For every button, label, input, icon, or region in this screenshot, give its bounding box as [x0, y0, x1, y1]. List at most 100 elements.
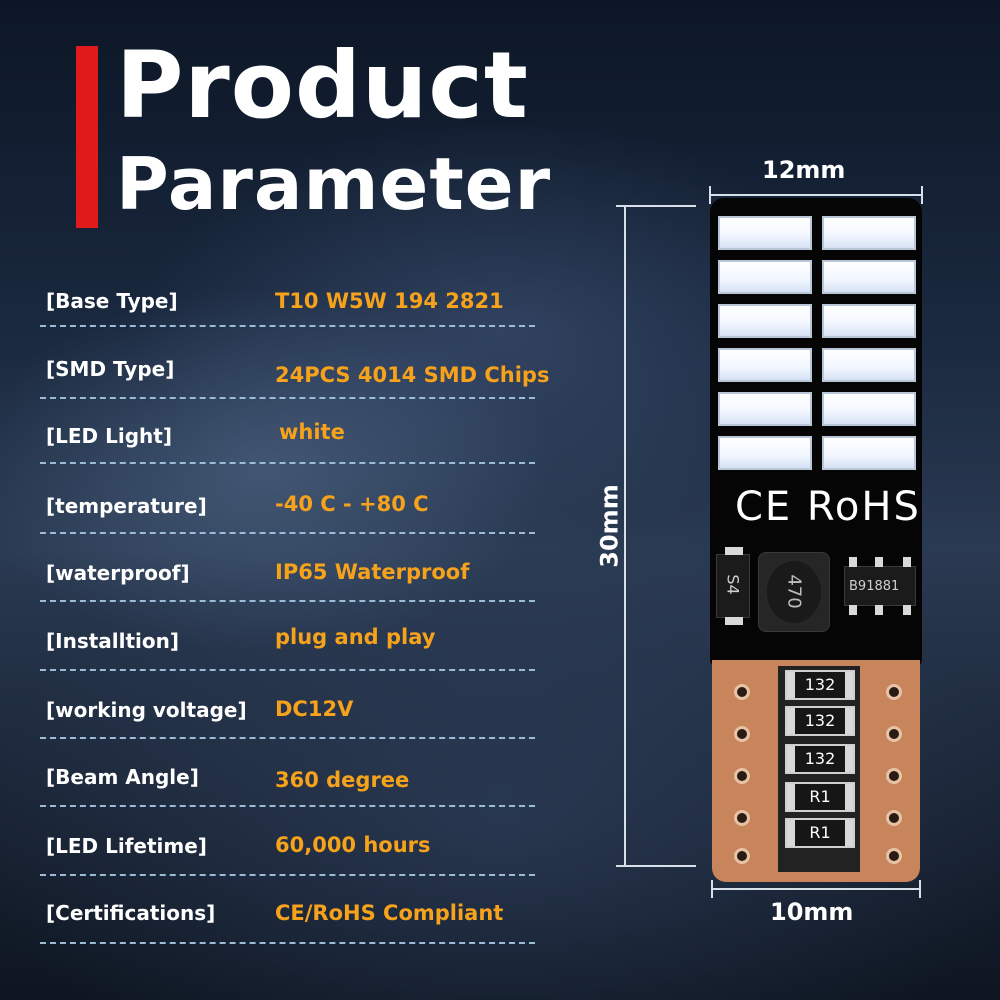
- resistor-label: 132: [804, 711, 836, 730]
- param-value: 60,000 hours: [275, 833, 431, 857]
- component-pin: [725, 547, 743, 555]
- param-label: [LED Lifetime]: [46, 834, 207, 858]
- led-chip: [718, 260, 812, 294]
- param-row-base-type: [Base Type] T10 W5W 194 2821: [0, 285, 600, 345]
- contact-hole: [734, 848, 750, 864]
- title-line-1: Product: [116, 32, 529, 139]
- contact-hole: [886, 768, 902, 784]
- resistor-cap: [787, 708, 795, 734]
- inductor-label: 470: [783, 574, 805, 609]
- resistor: 132: [785, 670, 855, 700]
- led-chip: [718, 216, 812, 250]
- param-value: 360 degree: [275, 768, 410, 792]
- resistor-cap: [845, 708, 853, 734]
- row-divider: [40, 600, 535, 602]
- resistor: R1: [785, 782, 855, 812]
- param-label: [working voltage]: [46, 698, 247, 722]
- title-accent-bar: [76, 46, 98, 228]
- led-chip: [718, 348, 812, 382]
- contact-hole: [886, 684, 902, 700]
- ic-chip: B91881: [844, 557, 916, 615]
- resistor-cap: [787, 672, 795, 698]
- title-line-2: Parameter: [116, 142, 552, 226]
- param-label: [Beam Angle]: [46, 765, 199, 789]
- dimension-tick: [919, 880, 921, 898]
- led-chip: [822, 216, 916, 250]
- resistor-label: 132: [804, 675, 836, 694]
- param-label: [SMD Type]: [46, 357, 175, 381]
- param-row-led-lifetime: [LED Lifetime] 60,000 hours: [0, 832, 600, 892]
- contact-hole: [886, 810, 902, 826]
- row-divider: [40, 942, 535, 944]
- contact-hole: [734, 768, 750, 784]
- row-divider: [40, 737, 535, 739]
- dimension-tick: [709, 186, 711, 204]
- dimension-line-height: [624, 206, 626, 866]
- dimension-line-bottom: [712, 888, 920, 890]
- param-label: [Installtion]: [46, 629, 180, 653]
- resistor-label: 132: [804, 749, 836, 768]
- resistor-cap: [845, 784, 853, 810]
- led-chip: [822, 392, 916, 426]
- led-chip: [822, 348, 916, 382]
- diode-component: S4: [716, 547, 750, 625]
- contact-hole: [886, 848, 902, 864]
- resistor-label: R1: [809, 823, 831, 842]
- dimension-height: 30mm: [595, 484, 624, 568]
- dimension-bottom-width: 10mm: [770, 898, 854, 926]
- dimension-tick: [616, 865, 696, 867]
- dimension-tick: [616, 205, 696, 207]
- contact-hole: [734, 726, 750, 742]
- component-pin: [903, 605, 911, 615]
- param-row-led-light: [LED Light] white: [0, 420, 600, 480]
- param-row-certifications: [Certifications] CE/RoHS Compliant: [0, 898, 600, 958]
- param-row-beam-angle: [Beam Angle] 360 degree: [0, 763, 600, 823]
- resistor-cap: [845, 746, 853, 772]
- led-chip: [822, 260, 916, 294]
- param-value: white: [279, 420, 345, 444]
- row-divider: [40, 874, 535, 876]
- param-value: IP65 Waterproof: [275, 560, 470, 584]
- param-label: [Certifications]: [46, 901, 216, 925]
- param-label: [waterproof]: [46, 561, 190, 585]
- ic-label: B91881: [849, 579, 900, 594]
- param-row-waterproof: [waterproof] IP65 Waterproof: [0, 558, 600, 618]
- resistor-cap: [787, 820, 795, 846]
- param-label: [LED Light]: [46, 424, 172, 448]
- led-chip: [822, 304, 916, 338]
- resistor-cap: [845, 672, 853, 698]
- diode-label: S4: [723, 574, 743, 595]
- led-chip: [822, 436, 916, 470]
- param-value: CE/RoHS Compliant: [275, 901, 504, 925]
- row-divider: [40, 397, 535, 399]
- contact-hole: [886, 726, 902, 742]
- component-pin: [875, 557, 883, 567]
- resistor: R1: [785, 818, 855, 848]
- inductor-component: 470: [758, 552, 830, 632]
- led-chip: [718, 304, 812, 338]
- contact-hole: [734, 810, 750, 826]
- component-pin: [875, 605, 883, 615]
- param-value: T10 W5W 194 2821: [275, 289, 504, 313]
- dimension-line-top: [710, 194, 922, 196]
- component-pin: [903, 557, 911, 567]
- param-row-working-voltage: [working voltage] DC12V: [0, 695, 600, 755]
- param-row-smd-type: [SMD Type] 24PCS 4014 SMD Chips: [0, 355, 600, 415]
- param-value: 24PCS 4014 SMD Chips: [275, 363, 550, 387]
- led-chip: [718, 436, 812, 470]
- resistor-cap: [787, 746, 795, 772]
- row-divider: [40, 532, 535, 534]
- ce-rohs-marking: CE RoHS: [735, 484, 921, 530]
- resistor: 132: [785, 706, 855, 736]
- component-pin: [849, 605, 857, 615]
- dimension-tick: [711, 880, 713, 898]
- resistor: 132: [785, 744, 855, 774]
- param-value: plug and play: [275, 625, 436, 649]
- resistor-cap: [787, 784, 795, 810]
- row-divider: [40, 462, 535, 464]
- resistor-label: R1: [809, 787, 831, 806]
- inductor-core: [767, 561, 821, 623]
- dimension-top-width: 12mm: [762, 156, 846, 184]
- component-pin: [725, 617, 743, 625]
